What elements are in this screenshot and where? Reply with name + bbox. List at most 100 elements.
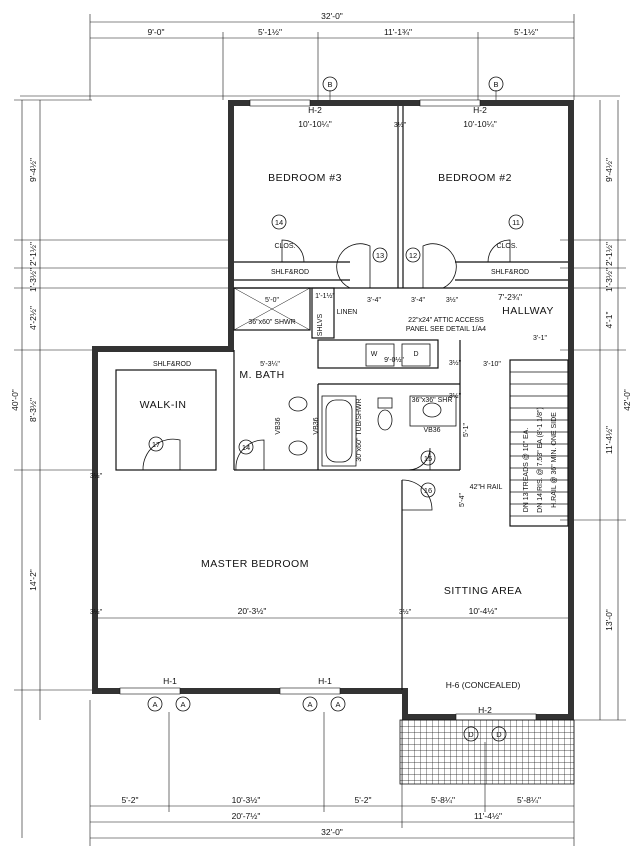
stair-note-1: DN 13 TREADS @ 10" EA. bbox=[523, 428, 530, 513]
clos-right: CLOS. bbox=[496, 243, 517, 250]
room-sitting-area: SITTING AREA bbox=[444, 585, 522, 597]
shlf-rod-bed3: SHLF&ROD bbox=[271, 269, 309, 276]
hall-dim-6: 3½" bbox=[449, 359, 462, 367]
vanity-1: VB36 bbox=[275, 417, 282, 434]
shower-label: 36"x60" SHWR bbox=[248, 319, 295, 326]
vanity-3: VB36 bbox=[423, 427, 440, 434]
master-width: 20'-3½" bbox=[238, 606, 267, 616]
door-14b: 14 bbox=[242, 443, 250, 452]
top-dim-1: 9'-0" bbox=[148, 27, 165, 37]
grid-b-right: B bbox=[493, 80, 498, 89]
grid-b-left: B bbox=[327, 80, 332, 89]
bottom-dim-1: 5'-2" bbox=[122, 795, 139, 805]
left-dim-overall: 40'-0" bbox=[10, 389, 20, 411]
grid-d-1: D bbox=[468, 730, 474, 739]
left-dim-4: 4'-2½" bbox=[28, 306, 38, 330]
sitting-width: 10'-4½" bbox=[469, 606, 498, 616]
annotations: H-2 H-2 10'-10¼" 10'-10¼" 3½" CLOS. CLOS… bbox=[90, 105, 568, 715]
clos-left: CLOS. bbox=[274, 243, 295, 250]
right-dim-overall: 42'-0" bbox=[622, 389, 632, 411]
bath-dim-2: 5'-3¼" bbox=[260, 361, 280, 368]
left-dim-2: 2'-1½" bbox=[28, 242, 38, 266]
bath-width: 9'-0½" bbox=[384, 356, 404, 364]
top-dim-3: 11'-1¾" bbox=[384, 27, 412, 37]
door-15: 15 bbox=[424, 454, 432, 463]
header-h2-left: H-2 bbox=[308, 105, 322, 115]
stair-note-2: DN 14 RIS. @ 7.53" EA (8'-1 1/8") bbox=[537, 407, 544, 513]
rail-label: 42"H RAIL bbox=[470, 484, 503, 491]
bottom-dim-7: 11'-4½" bbox=[474, 811, 502, 821]
shlf-rod-walkin: SHLF&ROD bbox=[153, 361, 191, 368]
bottom-dim-3: 5'-2" bbox=[355, 795, 372, 805]
attic-note-1: 22"x24" ATTIC ACCESS bbox=[408, 317, 484, 324]
top-overall-dim: 32'-0" bbox=[321, 11, 343, 21]
bottom-dim-4: 5'-8¼" bbox=[431, 795, 455, 805]
left-dim-7: 14'-2" bbox=[28, 569, 38, 591]
right-dim-3: 1'-3½" bbox=[604, 268, 614, 292]
grid-a-2: A bbox=[180, 700, 185, 709]
hall-dim-2: 3'-4" bbox=[367, 297, 381, 304]
bottom-dim-2: 10'-3½" bbox=[232, 795, 261, 805]
right-dim-1: 9'-4½" bbox=[604, 158, 614, 182]
h6-label: H-6 (CONCEALED) bbox=[446, 680, 521, 690]
linen-label: LINEN bbox=[337, 309, 358, 316]
bath-dim-5: 3½" bbox=[449, 392, 462, 400]
wall-thk-top: 3½" bbox=[394, 121, 407, 129]
tub-label: 30"x60" TUB/SHWR bbox=[356, 398, 363, 461]
bed2-width: 10'-10¼" bbox=[463, 119, 496, 129]
shlf-rod-bed2: SHLF&ROD bbox=[491, 269, 529, 276]
right-dim-4: 4'-1" bbox=[604, 312, 614, 329]
room-bedroom-3: BEDROOM #3 bbox=[268, 172, 342, 184]
door-12: 12 bbox=[409, 251, 417, 260]
door-17: 17 bbox=[152, 440, 160, 449]
grid-a-1: A bbox=[152, 700, 157, 709]
shlvs-label: SHLVS bbox=[317, 313, 324, 336]
hall-dim-4: 7'-2¾" bbox=[498, 292, 522, 302]
h1-left: H-1 bbox=[163, 676, 177, 686]
door-swings bbox=[142, 239, 511, 511]
door-tags: 14 13 12 11 17 14 15 16 bbox=[148, 214, 524, 498]
dryer-label: D bbox=[413, 351, 418, 358]
bottom-dimensions: 5'-2" 10'-3½" 5'-2" 5'-8¼" 5'-8¼" 20'-7½… bbox=[89, 700, 575, 846]
room-walk-in: WALK-IN bbox=[140, 399, 187, 411]
grid-d-2: D bbox=[496, 730, 502, 739]
left-dimensions: 9'-4½" 2'-1½" 1'-3½" 4'-2½" 8'-3½" 40'-0… bbox=[10, 99, 230, 838]
master-wall-thk: 3½" bbox=[399, 608, 412, 616]
bath-dim-4: 5'-1" bbox=[463, 423, 470, 437]
top-dim-4: 5'-1½" bbox=[514, 27, 538, 37]
room-hallway: HALLWAY bbox=[502, 305, 554, 317]
hall-dim-3: 3'-4" bbox=[411, 297, 425, 304]
exterior-walls bbox=[92, 99, 574, 721]
room-m-bath: M. BATH bbox=[239, 369, 284, 381]
hall-dim-5: 3½" bbox=[446, 296, 459, 304]
door-14: 14 bbox=[275, 218, 283, 227]
stair-dim-4: 5'-4" bbox=[459, 493, 466, 507]
left-dim-1: 9'-4½" bbox=[28, 158, 38, 182]
grid-markers-bottom: A A A A D D bbox=[147, 696, 507, 742]
vanity-2: VB36 bbox=[313, 417, 320, 434]
master-wall-thk-left: 3½" bbox=[90, 608, 103, 616]
deck-hatch bbox=[399, 719, 575, 785]
door-13: 13 bbox=[376, 251, 384, 260]
right-dim-7: 13'-0" bbox=[604, 609, 614, 631]
top-dim-2: 5'-1½" bbox=[258, 27, 282, 37]
h2-bottom: H-2 bbox=[478, 705, 492, 715]
door-16: 16 bbox=[424, 486, 432, 495]
right-dim-2: 2'-1½" bbox=[604, 242, 614, 266]
hall-dim-1: 1'-1½" bbox=[315, 292, 335, 300]
left-dim-5: 8'-3½" bbox=[28, 398, 38, 422]
stair-note-3: H.RAIL @ 36" MIN. ONE SIDE bbox=[551, 412, 558, 508]
interior-walls bbox=[115, 106, 569, 690]
shower-2-label: 36"x36" SHR bbox=[412, 397, 453, 404]
bath-dim-3: 3'-10" bbox=[483, 361, 501, 368]
room-labels: BEDROOM #3 BEDROOM #2 HALLWAY M. BATH WA… bbox=[140, 172, 554, 597]
shower-dim: 5'-0" bbox=[265, 297, 279, 304]
attic-note-2: PANEL SEE DETAIL 1/A4 bbox=[406, 326, 486, 333]
fixtures bbox=[288, 343, 457, 467]
washer-label: W bbox=[371, 351, 378, 358]
bed3-width: 10'-10¼" bbox=[298, 119, 331, 129]
door-11: 11 bbox=[512, 218, 520, 227]
h1-right: H-1 bbox=[318, 676, 332, 686]
room-master-bedroom: MASTER BEDROOM bbox=[201, 558, 309, 570]
